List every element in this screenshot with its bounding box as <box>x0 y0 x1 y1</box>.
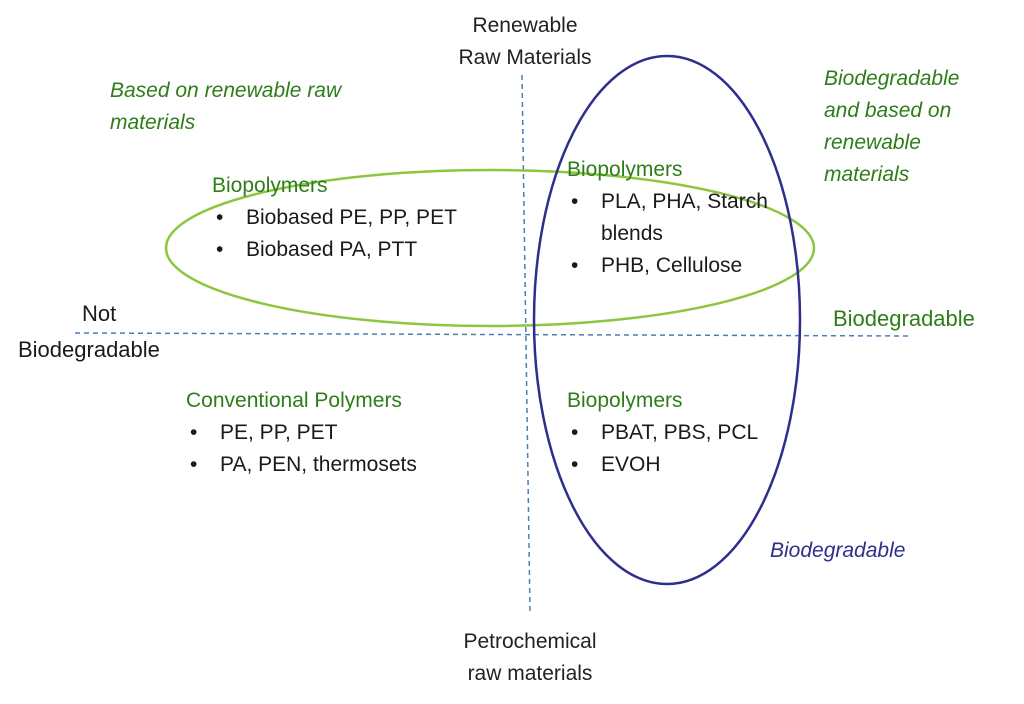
top-axis-line1: Renewable <box>472 14 578 37</box>
top-axis-label: Renewable Raw Materials <box>445 10 605 74</box>
both-zone-label: Biodegradable and based on renewable mat… <box>824 63 959 191</box>
left-axis-label-line1: Not <box>82 301 117 326</box>
renewable-zone-line2: materials <box>110 111 196 134</box>
both-zone-line2: and based on <box>824 99 952 122</box>
list-item: Biobased PE, PP, PET <box>212 202 457 234</box>
list-item: Biobased PA, PTT <box>212 234 457 266</box>
bottom-axis-line1: Petrochemical <box>463 630 597 653</box>
group-top-right-title: Biopolymers <box>567 158 683 181</box>
left-axis-label-line2: Biodegradable <box>18 337 160 362</box>
biodegradable-ellipse <box>532 54 802 586</box>
bottom-axis-line2: raw materials <box>467 662 593 685</box>
group-bottom-left-title: Conventional Polymers <box>186 389 402 412</box>
group-top-left-list: Biobased PE, PP, PET Biobased PA, PTT <box>212 202 457 266</box>
group-top-right-list: PLA, PHA, Starch blends PHB, Cellulose <box>567 186 792 282</box>
list-item: EVOH <box>567 449 758 481</box>
renewable-zone-label: Based on renewable raw materials <box>110 75 341 139</box>
group-bottom-left: Conventional Polymers PE, PP, PET PA, PE… <box>186 385 417 481</box>
group-bottom-right-list: PBAT, PBS, PCL EVOH <box>567 417 758 481</box>
both-zone-line3: renewable <box>824 131 921 154</box>
list-item: PE, PP, PET <box>186 417 417 449</box>
list-item: PHB, Cellulose <box>567 250 792 282</box>
list-item: PLA, PHA, Starch blends <box>567 186 792 250</box>
group-top-right: Biopolymers PLA, PHA, Starch blends PHB,… <box>567 154 792 282</box>
renewable-ellipse <box>164 168 816 328</box>
group-top-left: Biopolymers Biobased PE, PP, PET Biobase… <box>212 170 457 266</box>
group-bottom-right-title: Biopolymers <box>567 389 683 412</box>
both-zone-line1: Biodegradable <box>824 67 960 90</box>
both-zone-line4: materials <box>824 163 910 186</box>
list-item: PA, PEN, thermosets <box>186 449 417 481</box>
horizontal-axis-line <box>74 332 911 337</box>
group-bottom-right: Biopolymers PBAT, PBS, PCL EVOH <box>567 385 758 481</box>
bottom-axis-label: Petrochemical raw materials <box>440 626 620 690</box>
group-top-left-title: Biopolymers <box>212 174 328 197</box>
biodegradable-zone-label: Biodegradable <box>770 539 906 562</box>
top-axis-line2: Raw Materials <box>458 46 592 69</box>
group-bottom-left-list: PE, PP, PET PA, PEN, thermosets <box>186 417 417 481</box>
vertical-axis-line <box>521 74 531 613</box>
renewable-zone-line1: Based on renewable raw <box>110 79 342 102</box>
list-item: PBAT, PBS, PCL <box>567 417 758 449</box>
right-axis-label: Biodegradable <box>833 306 975 331</box>
